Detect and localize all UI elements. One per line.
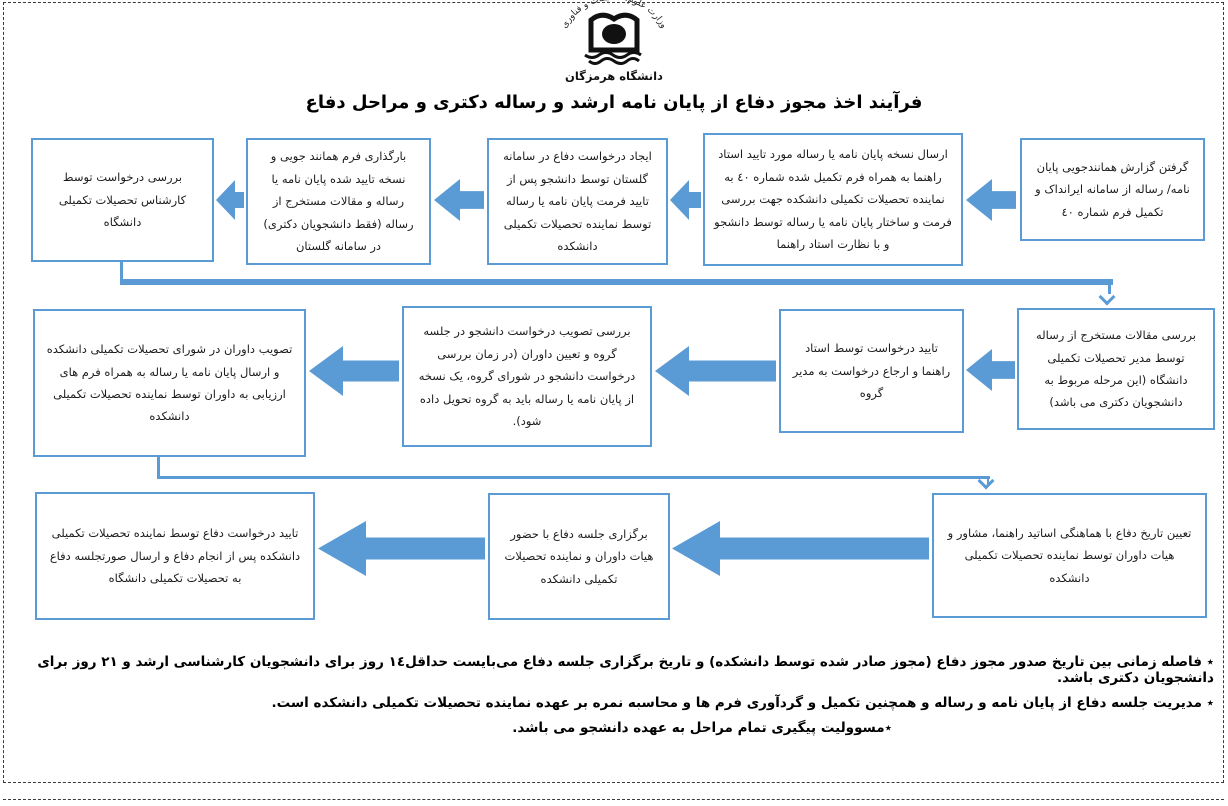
connector-line — [157, 456, 160, 479]
wave-icon — [588, 57, 640, 65]
step-supervisor-approval: تایید درخواست توسط استاد راهنما و ارجاع … — [779, 309, 964, 433]
page-border — [3, 2, 1224, 783]
step-similarity-report: گرفتن گزارش همانندجویی پایان نامه/ رساله… — [1020, 138, 1205, 241]
page-bottom-border — [3, 799, 1224, 800]
step-referees-approval: تصویب داوران در شورای تحصیلات تکمیلی دان… — [33, 309, 306, 457]
book-emblem-icon — [584, 12, 642, 65]
step-create-defense-request: ایجاد درخواست دفاع در سامانه گلستان توسط… — [487, 138, 668, 265]
footnote: ٭مسوولیت پیگیری تمام مراحل به عهده دانشج… — [512, 720, 892, 736]
wave-icon — [584, 51, 642, 59]
step-upload-forms: بارگذاری فرم همانند جویی و نسخه تایید شد… — [246, 138, 431, 265]
step-university-expert-review: بررسی درخواست توسط کارشناس تحصیلات تکمیل… — [31, 138, 214, 262]
connector-line — [157, 476, 990, 479]
step-final-confirmation: تایید درخواست دفاع توسط نماینده تحصیلات … — [35, 492, 315, 620]
connector-line — [120, 261, 123, 281]
footnote: ٭ فاصله زمانی بین تاریخ صدور مجوز دفاع (… — [37, 654, 1214, 686]
step-group-meeting-approval: بررسی تصویب درخواست دانشجو در جلسه گروه … — [402, 306, 652, 447]
page-title: فرآیند اخذ مجوز دفاع از پایان نامه ارشد … — [305, 92, 923, 113]
step-set-defense-date: تعیین تاریخ دفاع با هماهنگی اساتید راهنم… — [932, 493, 1207, 618]
connector-line — [1108, 285, 1111, 294]
step-hold-defense-session: برگزاری جلسه دفاع با حضور هیات داوران و … — [488, 493, 670, 620]
step-review-articles: بررسی مقالات مستخرج از رساله توسط مدیر ت… — [1017, 308, 1215, 430]
university-name: دانشگاه هرمزگان — [565, 69, 663, 83]
footnotes: ٭ فاصله زمانی بین تاریخ صدور مجوز دفاع (… — [10, 654, 1214, 745]
connector-line — [987, 479, 989, 486]
step-send-thesis-copy: ارسال نسخه پایان نامه یا رساله مورد تایی… — [703, 133, 963, 266]
footnote: ٭ مدیریت جلسه دفاع از پایان نامه و رساله… — [271, 695, 1214, 711]
connector-line — [120, 279, 1113, 285]
university-logo: وزارت علوم، تحقیقات و فناوری دانشگاه هرم… — [560, 0, 669, 83]
